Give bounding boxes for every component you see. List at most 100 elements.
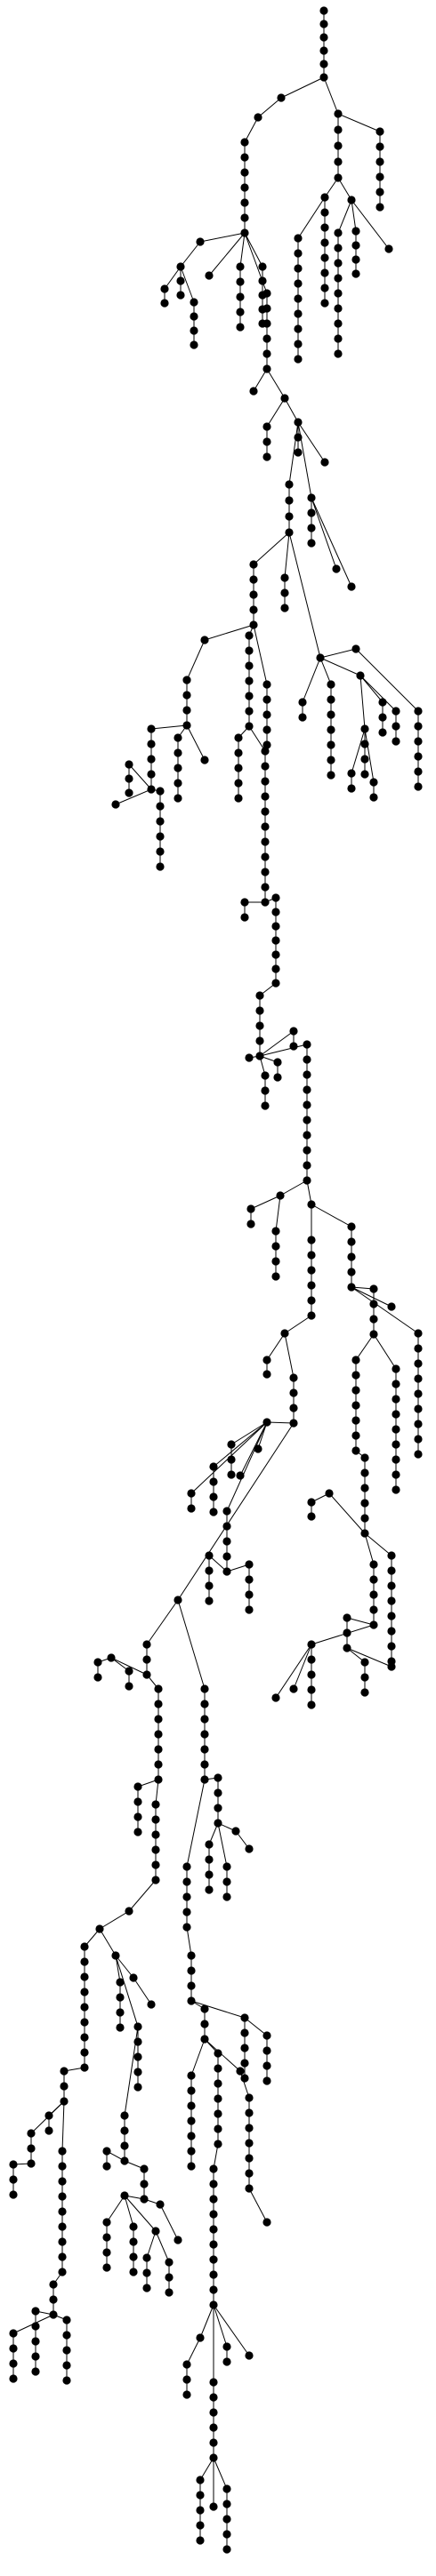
tree-node	[351, 644, 360, 653]
tree-node	[165, 2273, 174, 2282]
tree-node	[262, 2076, 271, 2085]
tree-node	[62, 2316, 71, 2324]
tree-node	[174, 779, 182, 788]
tree-edge	[364, 1532, 375, 1565]
tree-node	[200, 2020, 209, 2028]
tree-node	[187, 1981, 196, 1990]
tree-edge	[337, 113, 381, 132]
tree-edge	[248, 2188, 268, 2223]
tree-node	[151, 1800, 160, 1809]
tree-edge	[180, 241, 201, 268]
tree-node	[334, 173, 343, 182]
tree-node	[44, 2126, 53, 2135]
tree-node	[392, 737, 400, 746]
tree-edge	[302, 657, 321, 703]
tree-node	[351, 241, 360, 250]
tree-node	[80, 2063, 89, 2072]
tree-node	[200, 1684, 209, 1693]
tree-edge	[146, 2230, 157, 2259]
tree-node	[375, 203, 384, 212]
tree-node	[351, 255, 360, 264]
tree-node	[319, 60, 328, 68]
tree-node	[129, 1973, 138, 1982]
tree-node	[182, 1892, 191, 1901]
tree-node	[133, 2068, 142, 2076]
tree-node	[125, 760, 133, 769]
tree-edge	[155, 1779, 159, 1805]
tree-node	[387, 1612, 396, 1620]
tree-node	[107, 1653, 116, 1662]
tree-node	[102, 2263, 111, 2272]
tree-node	[298, 698, 307, 707]
tree-node	[154, 1760, 163, 1769]
tree-node	[285, 512, 294, 521]
tree-node	[196, 237, 205, 246]
tree-edge	[351, 728, 366, 774]
tree-node	[360, 740, 369, 748]
tree-node	[142, 1670, 151, 1679]
tree-node	[102, 2162, 111, 2171]
tree-node	[111, 800, 120, 809]
tree-node	[289, 1419, 298, 1428]
tree-node	[271, 893, 280, 902]
tree-node	[369, 1330, 378, 1339]
tree-node	[261, 868, 270, 876]
tree-node	[320, 299, 329, 308]
tree-node	[351, 1371, 360, 1380]
tree-node	[294, 433, 303, 442]
tree-node	[392, 1425, 400, 1434]
tree-edge	[337, 177, 352, 201]
tree-node	[196, 2521, 205, 2530]
tree-node	[369, 1284, 378, 1293]
tree-node	[154, 1775, 163, 1784]
tree-node	[277, 93, 286, 102]
tree-node	[222, 2342, 231, 2351]
tree-node	[392, 722, 400, 731]
tree-node	[294, 234, 303, 243]
tree-node	[294, 324, 303, 333]
tree-node	[378, 713, 387, 722]
tree-edge	[213, 2143, 219, 2170]
tree-node	[176, 262, 185, 271]
tree-node	[240, 183, 249, 192]
tree-node	[378, 728, 387, 737]
tree-edge	[319, 657, 332, 685]
tree-node	[316, 653, 325, 662]
tree-node	[209, 2210, 218, 2219]
tree-edge	[284, 1315, 312, 1334]
tree-node	[392, 1364, 400, 1373]
tree-node	[261, 807, 270, 816]
tree-node	[387, 1302, 396, 1311]
tree-node	[303, 1116, 311, 1124]
tree-node	[303, 1100, 311, 1109]
tree-node	[261, 1086, 270, 1095]
tree-edge	[284, 397, 299, 423]
tree-node	[182, 2390, 191, 2399]
tree-node	[147, 724, 156, 733]
tree-edge	[337, 199, 352, 234]
tree-node	[378, 698, 387, 707]
tree-edge	[115, 1955, 121, 1983]
tree-node	[200, 1745, 209, 1754]
tree-node	[9, 2359, 18, 2368]
tree-node	[262, 680, 271, 689]
tree-node	[140, 2180, 149, 2188]
tree-edge	[239, 232, 246, 268]
tree-node	[294, 448, 303, 457]
tree-node	[174, 1596, 182, 1604]
tree-node	[307, 1296, 316, 1305]
tree-node	[154, 1730, 163, 1739]
tree-edge	[351, 199, 390, 250]
tree-node	[319, 73, 328, 82]
tree-edge	[213, 2457, 228, 2490]
tree-node	[294, 340, 303, 348]
tree-edge	[244, 2017, 268, 2036]
tree-node	[261, 822, 270, 831]
tree-edge	[164, 266, 182, 290]
tree-node	[209, 2502, 218, 2511]
tree-node	[209, 2300, 218, 2309]
tree-node	[205, 1885, 214, 1894]
tree-node	[280, 394, 289, 403]
tree-node	[49, 2295, 58, 2304]
tree-node	[147, 785, 156, 794]
